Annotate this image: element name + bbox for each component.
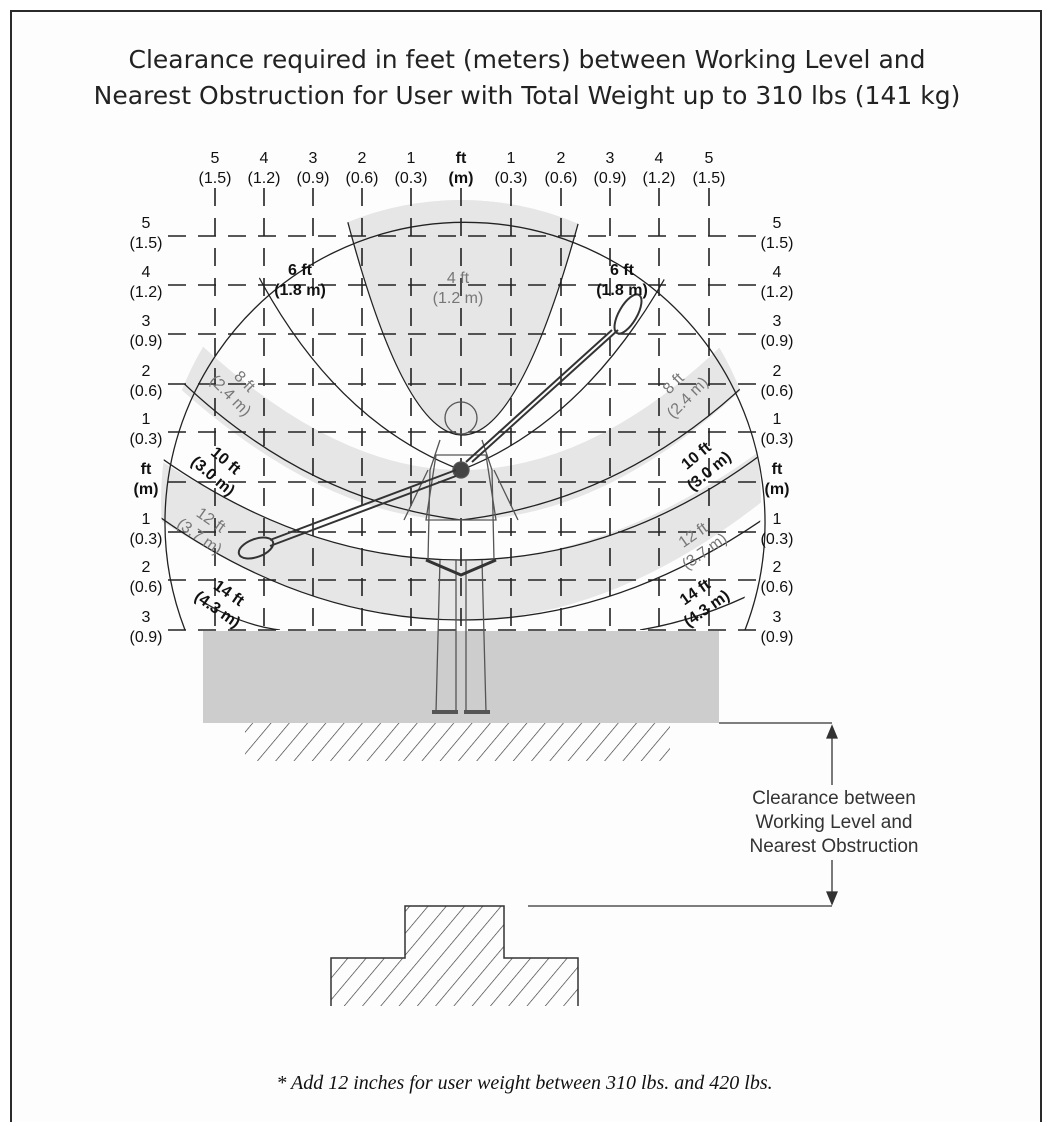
top-tick-left-1-ft: 1 — [407, 150, 416, 167]
top-tick-right-2-m: (0.6) — [545, 170, 578, 187]
left-tick-neg1-ft: 1 — [142, 511, 151, 528]
zone-6ft-left-label-m: (1.8 m) — [274, 282, 326, 299]
left-tick-4-ft: 4 — [142, 264, 151, 281]
clearance-caption-line-1: Clearance between — [752, 788, 916, 809]
left-tick-1-m: (0.3) — [130, 431, 163, 448]
clearance-circle-outline — [164, 221, 766, 631]
top-tick-right-1-m: (0.3) — [495, 170, 528, 187]
right-tick-5-ft: 5 — [773, 215, 782, 232]
top-tick-left-4-m: (1.2) — [248, 170, 281, 187]
footnote: * Add 12 inches for user weight between … — [276, 1072, 773, 1094]
grid — [168, 188, 756, 631]
zone-4ft-label-m: (1.2 m) — [433, 290, 484, 307]
lanyard-right — [465, 293, 643, 463]
clearance-dimension-arrow — [826, 724, 838, 906]
top-tick-right-5-ft: 5 — [705, 150, 714, 167]
right-tick-1-m: (0.3) — [761, 431, 794, 448]
right-tick-neg1-m: (0.3) — [761, 531, 794, 548]
curve-14ft-left — [199, 599, 281, 630]
zone-4ft-label-ft: 4 ft — [447, 270, 470, 287]
top-tick-right-4-ft: 4 — [655, 150, 664, 167]
curve-4ft — [329, 200, 598, 436]
top-tick-left-1-m: (0.3) — [395, 170, 428, 187]
zone-6ft-right-label-m: (1.8 m) — [596, 282, 648, 299]
top-tick-left-5-ft: 5 — [211, 150, 220, 167]
title-line-1: Clearance required in feet (meters) betw… — [128, 45, 926, 74]
left-tick-neg3-ft: 3 — [142, 609, 151, 626]
right-tick-neg3-ft: 3 — [773, 609, 782, 626]
left-axis-unit-ft: ft — [141, 461, 152, 478]
top-tick-left-4-ft: 4 — [260, 150, 269, 167]
left-tick-neg2-m: (0.6) — [130, 579, 163, 596]
nearest-obstruction — [330, 905, 579, 1006]
top-tick-left-3-m: (0.9) — [297, 170, 330, 187]
left-tick-5-ft: 5 — [142, 215, 151, 232]
right-tick-4-ft: 4 — [773, 264, 782, 281]
left-tick-neg3-m: (0.9) — [130, 629, 163, 646]
zone-6ft-right-label-ft: 6 ft — [610, 262, 635, 279]
right-tick-neg3-m: (0.9) — [761, 629, 794, 646]
right-tick-neg2-m: (0.6) — [761, 579, 794, 596]
left-tick-5-m: (1.5) — [130, 235, 163, 252]
right-tick-3-m: (0.9) — [761, 333, 794, 350]
left-tick-3-m: (0.9) — [130, 333, 163, 350]
right-tick-2-m: (0.6) — [761, 383, 794, 400]
top-tick-right-1-ft: 1 — [507, 150, 516, 167]
left-tick-2-m: (0.6) — [130, 383, 163, 400]
right-axis-unit-ft: ft — [772, 461, 783, 478]
left-tick-1-ft: 1 — [142, 411, 151, 428]
top-tick-left-5-m: (1.5) — [199, 170, 232, 187]
left-tick-neg2-ft: 2 — [142, 559, 151, 576]
left-axis-unit-m: (m) — [134, 481, 159, 498]
right-tick-5-m: (1.5) — [761, 235, 794, 252]
top-axis-unit-ft: ft — [456, 150, 467, 167]
clearance-caption-line-3: Nearest Obstruction — [750, 836, 919, 857]
top-tick-right-3-ft: 3 — [606, 150, 615, 167]
top-tick-left-2-m: (0.6) — [346, 170, 379, 187]
right-tick-2-ft: 2 — [773, 363, 782, 380]
zone-4ft-upper-shade — [300, 200, 640, 435]
left-tick-4-m: (1.2) — [130, 284, 163, 301]
left-tick-neg1-m: (0.3) — [130, 531, 163, 548]
top-tick-right-3-m: (0.9) — [594, 170, 627, 187]
right-tick-1-ft: 1 — [773, 411, 782, 428]
top-tick-left-2-ft: 2 — [358, 150, 367, 167]
top-tick-left-3-ft: 3 — [309, 150, 318, 167]
top-tick-right-2-ft: 2 — [557, 150, 566, 167]
top-tick-right-5-m: (1.5) — [693, 170, 726, 187]
working-platform — [203, 631, 719, 723]
right-tick-4-m: (1.2) — [761, 284, 794, 301]
ground-hatch — [245, 723, 670, 761]
top-tick-right-4-m: (1.2) — [643, 170, 676, 187]
right-tick-neg1-ft: 1 — [773, 511, 782, 528]
right-axis-unit-m: (m) — [765, 481, 790, 498]
left-tick-3-ft: 3 — [142, 313, 151, 330]
diagram-title: Clearance required in feet (meters) betw… — [12, 42, 1042, 114]
zone-6ft-left-label-ft: 6 ft — [288, 262, 313, 279]
right-tick-neg2-ft: 2 — [773, 559, 782, 576]
left-tick-2-ft: 2 — [142, 363, 151, 380]
zone-band-8ft — [161, 260, 761, 520]
lanyard-left — [237, 469, 457, 560]
clearance-caption-line-2: Working Level and — [755, 812, 912, 833]
title-line-2: Nearest Obstruction for User with Total … — [93, 81, 961, 110]
top-axis-unit-m: (m) — [449, 170, 474, 187]
right-tick-3-ft: 3 — [773, 313, 782, 330]
zone-band-12ft — [161, 420, 761, 620]
